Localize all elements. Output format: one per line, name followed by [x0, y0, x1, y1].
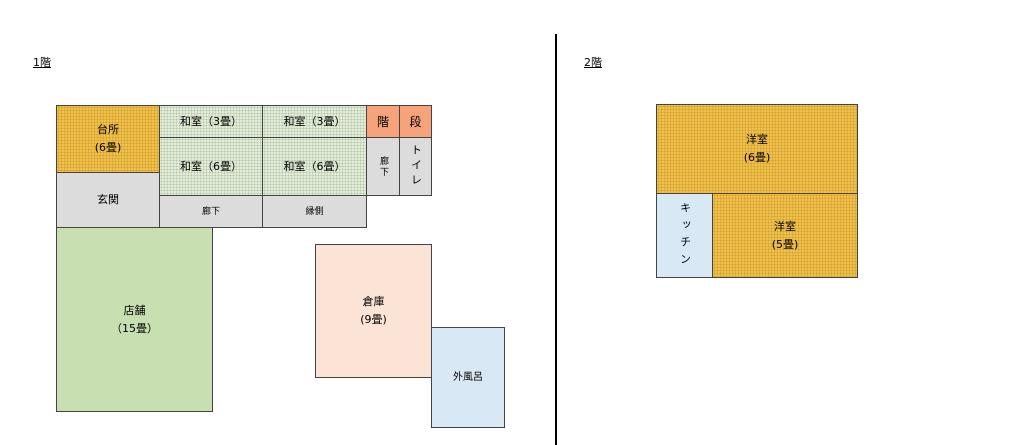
room-washitsu-3a-name: 和室（3畳）	[180, 114, 242, 128]
room-engawa: 縁側	[262, 195, 367, 228]
room-kitchen-size: (6畳)	[94, 141, 122, 154]
room-washitsu-6a: 和室（6畳）	[159, 137, 263, 196]
room-shop: 店舗 （15畳）	[56, 227, 213, 412]
room-washitsu-6b-name: 和室（6畳）	[283, 159, 346, 173]
room-shop-name: 店舗	[123, 303, 146, 317]
room-toilet: トイレ	[399, 137, 432, 196]
room-youshitsu-5: 洋室 (5畳)	[712, 193, 858, 278]
room-toilet-name: トイレ	[409, 144, 423, 189]
room-rouka-small: 廊下	[366, 137, 400, 196]
room-storage-name: 倉庫	[362, 295, 385, 308]
floor2-label: 2階	[584, 56, 602, 69]
room-kitchen-2f: キッチン	[656, 193, 713, 278]
room-bath-name: 外風呂	[453, 371, 483, 383]
room-youshitsu-6-name: 洋室	[746, 133, 768, 146]
room-kitchen: 台所 (6畳)	[56, 105, 160, 173]
room-youshitsu-5-size: (5畳)	[771, 237, 799, 251]
room-genkan-name: 玄関	[97, 193, 119, 206]
room-storage-size: (9畳)	[360, 313, 387, 326]
room-washitsu-3b-name: 和室（3畳）	[283, 114, 346, 128]
room-rouka-small-name: 廊下	[378, 155, 388, 178]
room-engawa-name: 縁側	[305, 206, 324, 217]
floor-divider	[555, 34, 557, 445]
floor1-label: 1階	[33, 56, 51, 69]
room-youshitsu-6: 洋室 (6畳)	[656, 104, 858, 194]
room-kaidan-b: 段	[399, 105, 432, 138]
room-kitchen-2f-name: キッチン	[678, 201, 692, 270]
room-genkan: 玄関	[56, 172, 160, 228]
room-rouka-name: 廊下	[201, 206, 220, 217]
room-kaidan-b-name: 段	[409, 114, 422, 129]
room-storage: 倉庫 (9畳)	[315, 244, 432, 378]
room-kaidan-a: 階	[366, 105, 400, 138]
room-shop-size: （15畳）	[111, 321, 158, 335]
room-youshitsu-5-name: 洋室	[774, 219, 796, 233]
room-kaidan-a-name: 階	[376, 114, 389, 129]
room-youshitsu-6-size: (6畳)	[743, 151, 771, 164]
room-rouka: 廊下	[159, 195, 263, 228]
room-kitchen-name: 台所	[97, 123, 119, 136]
room-bath: 外風呂	[431, 327, 505, 428]
room-washitsu-6a-name: 和室（6畳）	[180, 159, 242, 173]
room-washitsu-6b: 和室（6畳）	[262, 137, 367, 196]
room-washitsu-3b: 和室（3畳）	[262, 105, 367, 138]
room-washitsu-3a: 和室（3畳）	[159, 105, 263, 138]
